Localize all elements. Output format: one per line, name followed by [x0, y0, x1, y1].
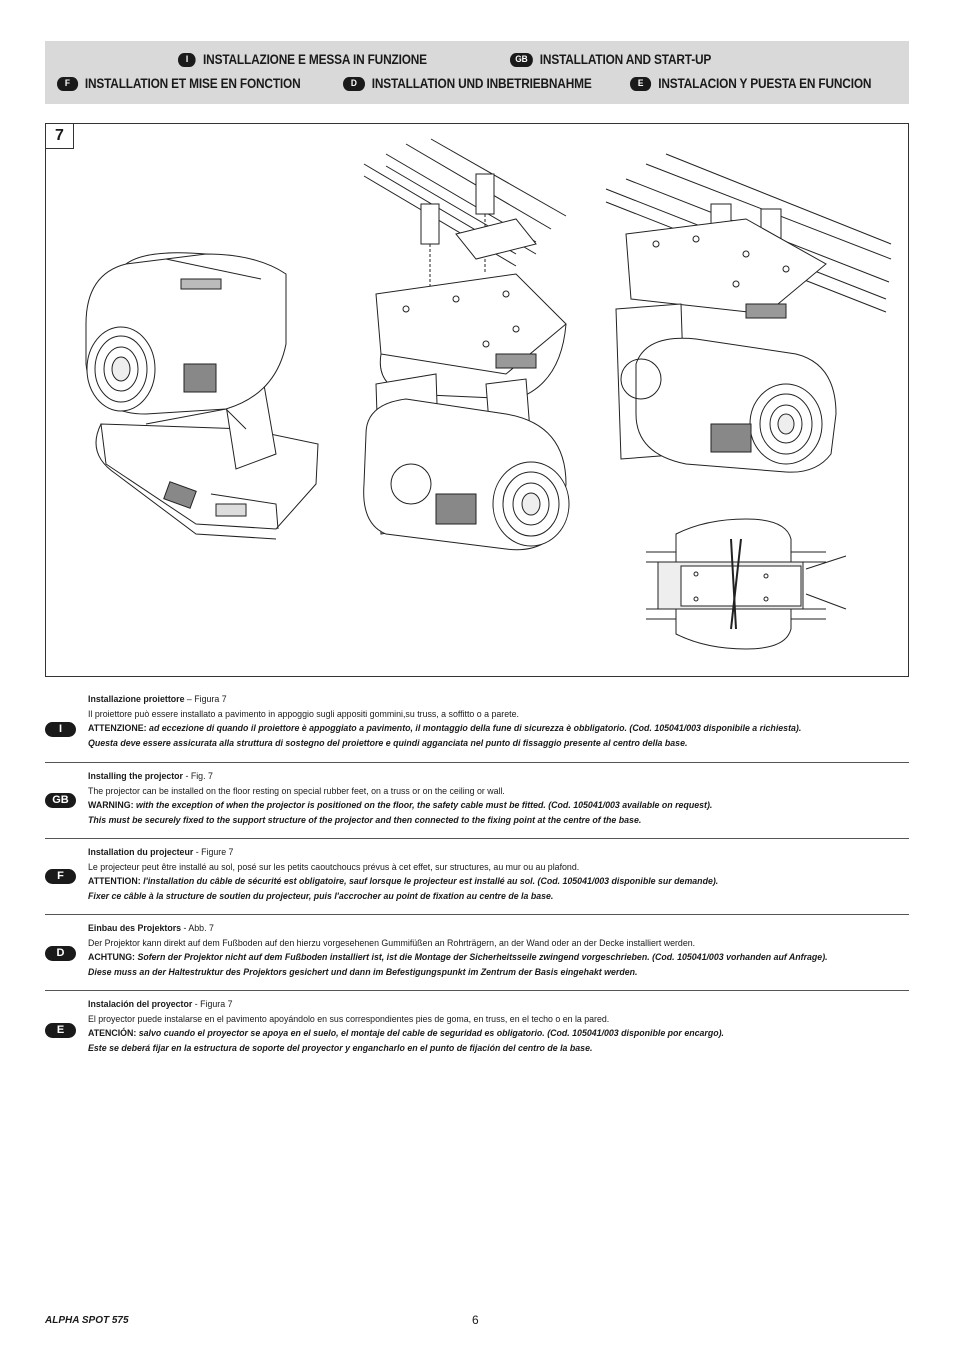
warning-text: ad eccezione di quando il proiettore è a…	[146, 722, 802, 733]
lang-badge-de: D	[45, 946, 76, 961]
figure-ref: - Figure 7	[193, 846, 234, 857]
section-body: Il proiettore può essere installato a pa…	[88, 707, 519, 719]
section-heading: Installing the projector	[88, 770, 183, 781]
section-body: Der Projektor kann direkt auf dem Fußbod…	[88, 936, 696, 948]
section-text: Instalación del proyector - Figura 7 El …	[88, 997, 859, 1055]
lang-badge: GB	[510, 52, 533, 67]
lang-badge: D	[343, 76, 365, 91]
section-text: Installation du projecteur - Figure 7 Le…	[88, 845, 859, 903]
warning-text: Sofern der Projektor nicht auf dem Fußbo…	[135, 951, 828, 962]
warning-lead: ATTENTION:	[88, 875, 141, 886]
divider	[45, 762, 909, 763]
warning-lead: WARNING:	[88, 799, 134, 810]
section-body: El proyector puede instalarse en el pavi…	[88, 1012, 610, 1024]
header-title-gb: GB INSTALLATION AND START-UP	[510, 52, 711, 67]
header-title-fr: F INSTALLATION ET MISE EN FONCTION	[57, 76, 301, 91]
section-text: Einbau des Projektors - Abb. 7 Der Proje…	[88, 921, 859, 979]
page-number: 6	[472, 1313, 479, 1327]
divider	[45, 838, 909, 839]
section-heading: Installation du projecteur	[88, 846, 194, 857]
section-body: The projector can be installed on the fl…	[88, 784, 505, 796]
header-title-text: INSTALLATION ET MISE EN FONCTION	[84, 76, 301, 91]
divider	[45, 990, 909, 991]
divider	[45, 914, 909, 915]
lang-badge-it: I	[45, 722, 76, 737]
safety-cable-detail-drawing	[646, 518, 847, 650]
section-text: Installing the projector - Fig. 7 The pr…	[88, 769, 859, 827]
figure-number: 7	[46, 124, 74, 149]
header-title-text: INSTALLATION AND START-UP	[539, 52, 712, 67]
warning-lead: ATENCIÓN:	[88, 1027, 137, 1038]
lang-badge: E	[630, 76, 652, 91]
warning-text: with the exception of when the projector…	[133, 799, 713, 810]
warning-text-2: This must be securely fixed to the suppo…	[88, 813, 642, 825]
warning-text: salvo cuando el proyector se apoya en el…	[136, 1027, 724, 1038]
lang-badge-fr: F	[45, 869, 76, 884]
warning-lead: ATTENZIONE:	[88, 722, 147, 733]
header-band: I INSTALLAZIONE E MESSA IN FUNZIONE GB I…	[45, 41, 909, 104]
figure-ref: - Abb. 7	[181, 922, 214, 933]
lang-badge: I	[178, 52, 196, 67]
projector-truss-exploded-drawing	[363, 138, 570, 551]
header-title-de: D INSTALLATION UND INBETRIEBNAHME	[343, 76, 592, 91]
warning-text-2: Este se deberá fijar en la estructura de…	[88, 1041, 593, 1053]
figure-ref: - Figura 7	[192, 998, 233, 1009]
header-title-text: INSTALLAZIONE E MESSA IN FUNZIONE	[203, 52, 427, 67]
header-title-text: INSTALLATION UND INBETRIEBNAHME	[371, 76, 592, 91]
figure-ref: – Figura 7	[184, 693, 227, 704]
product-name: ALPHA SPOT 575	[45, 1315, 129, 1326]
projector-floor-drawing	[85, 252, 319, 540]
section-heading: Instalación del proyector	[88, 998, 193, 1009]
figure-7: 7	[45, 123, 909, 677]
section-text: Installazione proiettore – Figura 7 Il p…	[88, 692, 859, 750]
section-heading: Installazione proiettore	[88, 693, 185, 704]
projector-truss-mounted-drawing	[605, 153, 892, 473]
installation-illustration	[85, 138, 892, 650]
section-body: Le projecteur peut être installé au sol,…	[88, 860, 580, 872]
figure-ref: - Fig. 7	[182, 770, 213, 781]
header-title-es: E INSTALACION Y PUESTA EN FUNCION	[630, 76, 871, 91]
warning-text-2: Questa deve essere assicurata alla strut…	[88, 736, 688, 748]
lang-badge-es: E	[45, 1023, 76, 1038]
lang-badge-gb: GB	[45, 793, 76, 808]
warning-text: l'installation du câble de sécurité est …	[140, 875, 719, 886]
warning-lead: ACHTUNG:	[88, 951, 135, 962]
header-title-text: INSTALACION Y PUESTA EN FUNCION	[658, 76, 872, 91]
warning-text-2: Diese muss an der Haltestruktur des Proj…	[88, 965, 638, 977]
lang-badge: F	[57, 76, 78, 91]
section-heading: Einbau des Projektors	[88, 922, 182, 933]
header-title-it: I INSTALLAZIONE E MESSA IN FUNZIONE	[178, 52, 427, 67]
warning-text-2: Fixer ce câble à la structure de soutien…	[88, 889, 554, 901]
